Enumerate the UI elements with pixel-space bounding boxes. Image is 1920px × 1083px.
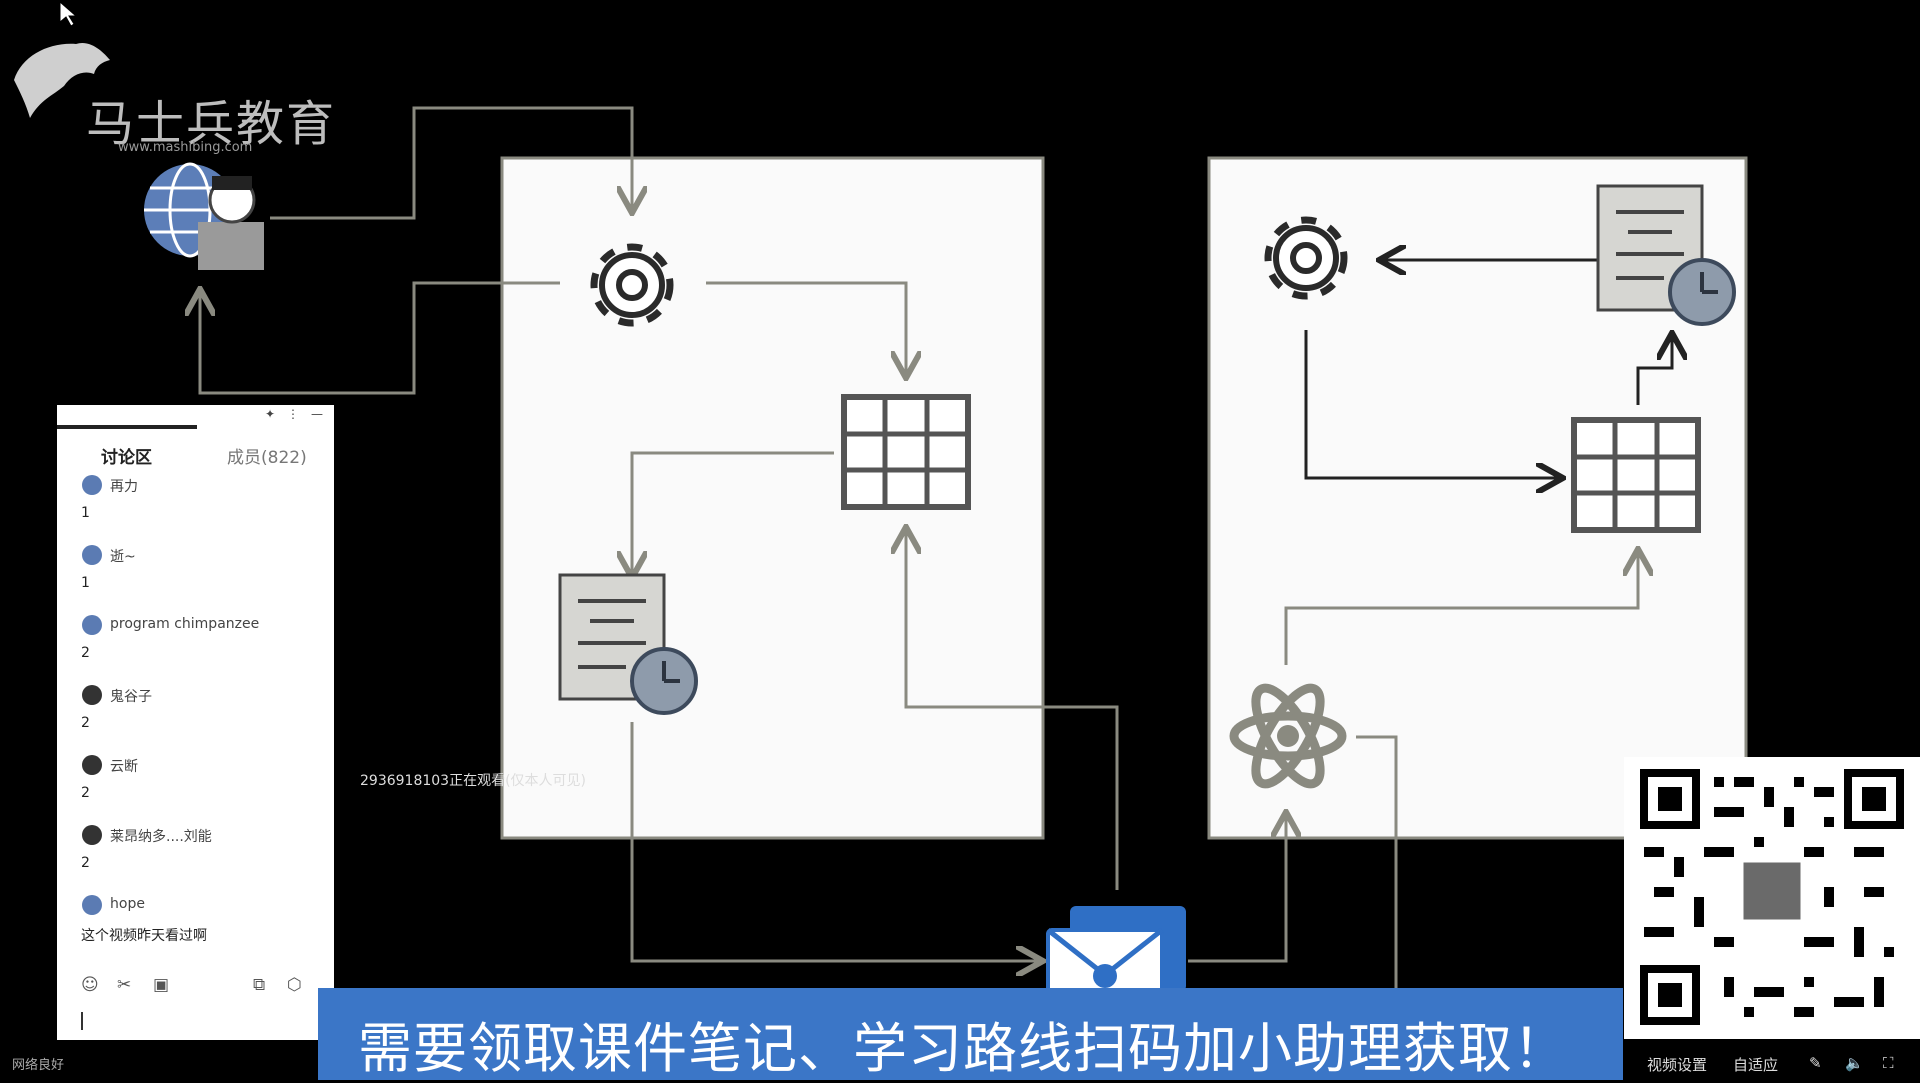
- video-settings-button[interactable]: 视频设置: [1647, 1056, 1708, 1074]
- avatar: [82, 685, 102, 705]
- chat-message: 莱昂纳多....刘能 2: [57, 823, 334, 893]
- chat-text: 这个视频昨天看过啊: [81, 928, 207, 944]
- emoji-icon[interactable]: ☺: [81, 975, 99, 995]
- logo-url: www.mashibing.com: [118, 140, 253, 155]
- chat-username: 鬼谷子: [110, 689, 152, 705]
- scissors-icon[interactable]: ✂: [117, 975, 132, 995]
- chat-username: 再力: [110, 479, 138, 495]
- chat-message: 云断 2: [57, 753, 334, 823]
- avatar: [82, 895, 102, 915]
- chat-message: 鬼谷子 2: [57, 683, 334, 753]
- tab-discussion[interactable]: 讨论区: [101, 448, 152, 468]
- banner-text: 需要领取课件笔记、学习路线扫码加小助理获取！: [358, 1017, 1568, 1080]
- avatar: [82, 755, 102, 775]
- chat-text: 2: [81, 715, 90, 731]
- chat-message: hope 这个视频昨天看过啊: [57, 893, 334, 963]
- chat-username: hope: [110, 896, 145, 912]
- grid-table-icon: [1574, 420, 1698, 530]
- mouse-cursor: [59, 0, 78, 27]
- qr-code: [1624, 757, 1920, 1039]
- tab-members[interactable]: 成员(822): [227, 448, 307, 468]
- chat-text: 1: [81, 505, 90, 521]
- chat-username: 云断: [110, 759, 138, 775]
- globe-user-icon: [144, 162, 264, 270]
- chat-username: 逝~: [110, 549, 136, 565]
- adaptive-button[interactable]: 自适应: [1733, 1056, 1779, 1074]
- chat-message: 再力 1: [57, 473, 334, 543]
- chat-text: 2: [81, 855, 90, 871]
- chat-text: 1: [81, 575, 90, 591]
- volume-icon[interactable]: 🔈: [1845, 1054, 1864, 1072]
- grid-table-icon: [844, 397, 968, 507]
- watching-notice: 2936918103正在观看(仅本人可见): [360, 773, 586, 789]
- logo-title: 马士兵教育: [86, 96, 337, 152]
- brush-icon[interactable]: ✎: [1809, 1054, 1822, 1072]
- promo-banner: 需要领取课件笔记、学习路线扫码加小助理获取！: [318, 988, 1623, 1080]
- chat-message: program chimpanzee 2: [57, 613, 334, 683]
- quote-icon[interactable]: ⧉: [253, 975, 266, 995]
- text-caret: [81, 1012, 83, 1030]
- fullscreen-icon[interactable]: ⛶: [1883, 1054, 1894, 1072]
- chat-panel: ✦ ⋮ — 讨论区 成员(822) 再力 1 逝~ 1 program chim…: [57, 405, 334, 1040]
- chat-input[interactable]: [81, 1010, 321, 1034]
- settings-icon[interactable]: ⬡: [287, 975, 302, 995]
- avatar: [82, 825, 102, 845]
- chat-message: 逝~ 1: [57, 543, 334, 613]
- player-controls: 视频设置 自适应 ✎ 🔈 ⛶: [1623, 1040, 1920, 1080]
- qr-code-graphic: [1640, 769, 1904, 1025]
- avatar: [82, 475, 102, 495]
- chat-message-list[interactable]: 再力 1 逝~ 1 program chimpanzee 2 鬼谷子 2 云断 …: [57, 473, 334, 963]
- chat-text: 2: [81, 785, 90, 801]
- chat-tab-indicator: [57, 425, 197, 429]
- minimize-icon[interactable]: —: [311, 407, 323, 421]
- network-status: 网络良好: [12, 1058, 65, 1073]
- more-icon[interactable]: ⋮: [287, 407, 299, 421]
- image-icon[interactable]: ▣: [153, 975, 170, 995]
- atom-icon: [1229, 683, 1347, 789]
- gear-icon: [1268, 220, 1344, 296]
- gear-icon: [594, 247, 670, 323]
- chat-text: 2: [81, 645, 90, 661]
- pin-icon[interactable]: ✦: [265, 407, 276, 421]
- avatar: [82, 615, 102, 635]
- chat-username: 莱昂纳多....刘能: [110, 829, 212, 845]
- chat-toolbar: ☺ ✂ ▣ ⧉ ⬡: [81, 975, 321, 999]
- logo-horse-icon: [14, 42, 110, 118]
- chat-username: program chimpanzee: [110, 616, 260, 632]
- avatar: [82, 545, 102, 565]
